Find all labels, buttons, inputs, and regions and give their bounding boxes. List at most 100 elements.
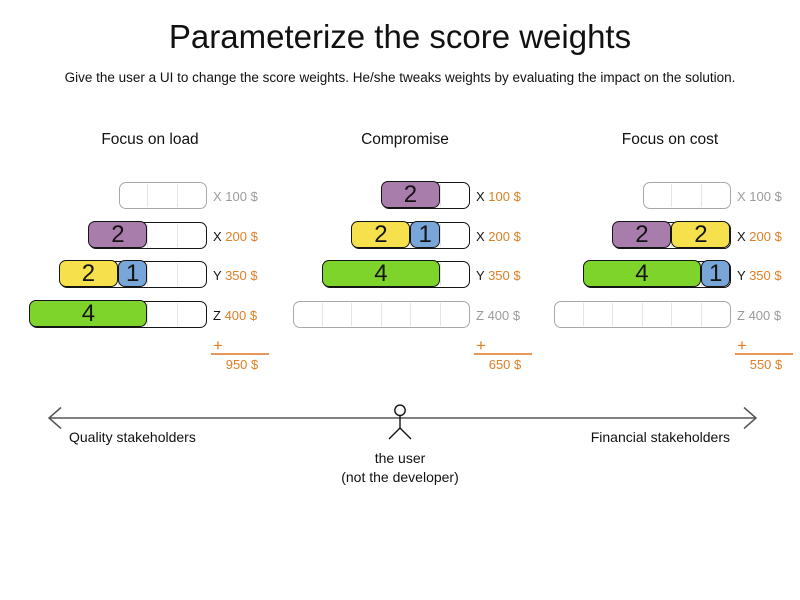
weight-bar-value: 2: [403, 181, 418, 209]
cell-divider: [147, 224, 149, 247]
weight-row-z-400: [293, 301, 470, 328]
green-weight-bar: 4: [29, 300, 148, 328]
cell-divider: [671, 184, 673, 207]
blue-weight-bar: 1: [117, 260, 148, 288]
sum-plus-sign: +: [474, 337, 532, 355]
machine-letter: Y: [737, 268, 750, 283]
machine-price: 200 $: [225, 229, 258, 244]
machine-price: 200 $: [749, 229, 782, 244]
cell-divider: [147, 263, 149, 286]
cell-divider: [321, 303, 323, 326]
weight-bar-value: 2: [694, 221, 708, 249]
machine-letter: Z: [476, 308, 488, 323]
cell-divider: [176, 263, 178, 286]
row-price-label: Z 400 $: [476, 308, 520, 323]
stakeholder-axis-arrow: [47, 406, 758, 430]
green-weight-bar: 4: [582, 260, 701, 288]
machine-letter: Z: [737, 308, 749, 323]
page-subtitle: Give the user a UI to change the score w…: [64, 70, 736, 85]
blue-weight-bar: 1: [700, 260, 731, 288]
yellow-weight-bar: 2: [58, 260, 118, 288]
row-price-label: X 100 $: [737, 189, 782, 204]
cell-divider: [176, 224, 178, 247]
row-price-label: X 100 $: [213, 189, 258, 204]
machine-letter: Z: [213, 308, 225, 323]
yellow-weight-bar: 2: [351, 221, 411, 249]
machine-price: 100 $: [225, 189, 258, 204]
cell-divider: [439, 263, 441, 286]
machine-price: 100 $: [749, 189, 782, 204]
weight-row-x-200: 2: [88, 221, 207, 249]
user-caption-line1: the user: [374, 450, 426, 466]
cell-divider: [582, 303, 584, 326]
financial-stakeholders-label: Financial stakeholders: [590, 429, 730, 445]
machine-price: 400 $: [748, 308, 782, 323]
weight-bar-value: 1: [418, 221, 432, 249]
cell-divider: [147, 184, 149, 207]
weight-row-x-100: 2: [380, 181, 470, 209]
row-price-label: X 200 $: [213, 229, 258, 244]
row-price-label: Y 350 $: [213, 268, 258, 283]
weight-bar-value: 4: [81, 300, 96, 328]
machine-letter: X: [476, 229, 489, 244]
machine-letter: X: [476, 189, 489, 204]
machine-letter: X: [213, 189, 226, 204]
row-price-label: Y 350 $: [476, 268, 521, 283]
sum-total: 550 $: [749, 357, 783, 372]
weight-row-x-100: [118, 182, 207, 209]
cell-divider: [380, 303, 382, 326]
cell-divider: [439, 184, 441, 207]
cell-divider: [351, 303, 353, 326]
green-weight-bar: 4: [321, 260, 440, 288]
machine-price: 400 $: [224, 308, 258, 323]
machine-price: 400 $: [487, 308, 521, 323]
cell-divider: [641, 303, 643, 326]
weight-bar-value: 1: [125, 260, 140, 288]
panel-title-compromise: Compromise: [361, 131, 449, 148]
user-caption-line2: (not the developer): [341, 469, 459, 485]
row-price-label: X 200 $: [737, 229, 782, 244]
weight-row-z-400: [554, 301, 731, 328]
cell-divider: [410, 303, 412, 326]
quality-stakeholders-label: Quality stakeholders: [69, 429, 196, 445]
cell-divider: [671, 303, 673, 326]
panel-title-focus-on-cost: Focus on cost: [621, 131, 719, 148]
machine-letter: X: [737, 189, 750, 204]
machine-price: 350 $: [225, 268, 258, 283]
weight-bar-value: 2: [111, 221, 125, 249]
weight-bar-value: 4: [374, 260, 388, 288]
machine-letter: Y: [476, 268, 489, 283]
row-price-label: Z 400 $: [737, 308, 781, 323]
cell-divider: [147, 303, 149, 326]
purple-weight-bar: 2: [88, 221, 148, 249]
machine-price: 350 $: [488, 268, 521, 283]
left-arrow-icon: [47, 406, 62, 430]
machine-letter: X: [737, 229, 750, 244]
weight-bar-value: 2: [81, 260, 96, 288]
sum-total: 950 $: [225, 357, 259, 372]
machine-letter: X: [213, 229, 226, 244]
machine-letter: Y: [213, 268, 226, 283]
cell-divider: [176, 303, 178, 326]
row-price-label: X 100 $: [476, 189, 521, 204]
cell-divider: [439, 303, 441, 326]
weight-bar-value: 2: [374, 221, 388, 249]
weight-bar-value: 2: [635, 221, 649, 249]
machine-price: 350 $: [749, 268, 782, 283]
sum-plus-sign: +: [735, 337, 793, 355]
page-title: Parameterize the score weights: [168, 18, 632, 55]
right-arrow-icon: [743, 406, 758, 430]
purple-weight-bar: 2: [612, 221, 672, 249]
sum-plus-sign: +: [211, 337, 269, 355]
cell-divider: [176, 184, 178, 207]
machine-price: 100 $: [488, 189, 521, 204]
purple-weight-bar: 2: [380, 181, 440, 209]
sum-total: 650 $: [488, 357, 522, 372]
cell-divider: [700, 184, 702, 207]
blue-weight-bar: 1: [410, 221, 440, 249]
weight-row-x-100: [642, 182, 731, 209]
